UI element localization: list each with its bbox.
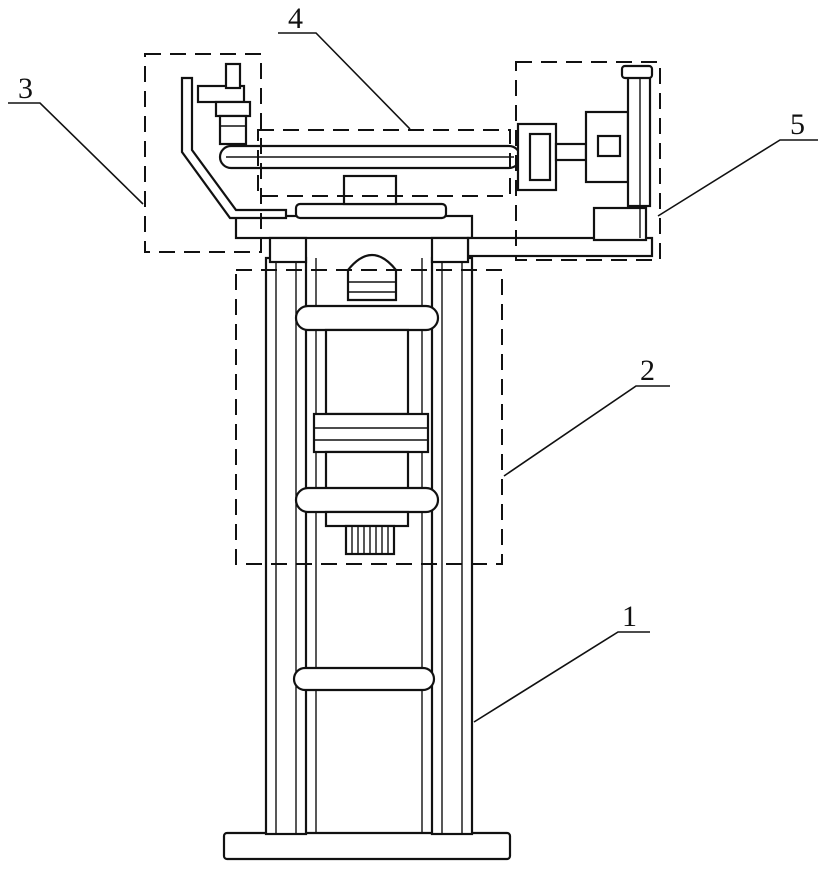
leader-1 [474,632,650,722]
callout-2: 2 [640,354,655,387]
leader-3 [8,103,143,204]
leader-5 [658,140,818,216]
leader-2 [504,386,670,476]
callout-3: 3 [18,72,33,105]
top-platform [236,204,652,262]
leader-4 [278,33,410,129]
motor-assembly [296,255,438,554]
callout-4: 4 [288,2,303,35]
leader-lines [8,33,818,722]
callout-5: 5 [790,108,805,141]
left-bracket [182,64,286,218]
right-mechanism [518,66,652,240]
base-plate [224,833,510,859]
callout-1: 1 [622,600,637,633]
